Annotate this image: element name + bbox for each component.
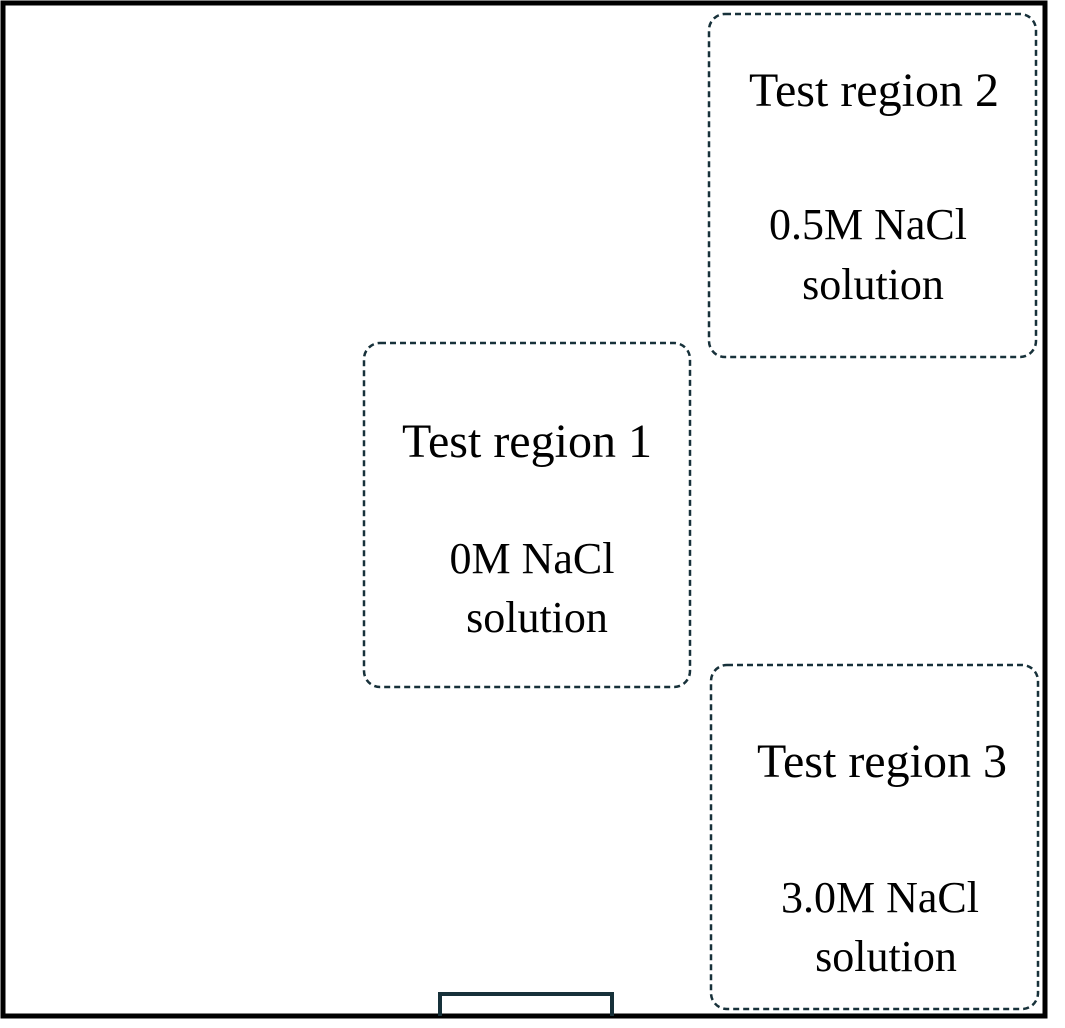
test-region-1-solution: solution [466, 593, 608, 642]
test-region-1-concentration: 0M NaCl [450, 534, 615, 583]
test-region-3-title: Test region 3 [757, 735, 1007, 788]
test-region-2: Test region 2 0.5M NaCl solution [707, 12, 1038, 359]
test-region-2-concentration: 0.5M NaCl [769, 200, 967, 249]
test-region-2-border [707, 12, 1038, 359]
test-region-1-title: Test region 1 [402, 415, 652, 468]
test-region-2-solution: solution [802, 260, 944, 309]
test-region-1-border [362, 341, 692, 689]
test-region-3-concentration: 3.0M NaCl [781, 873, 979, 922]
test-region-3-border [709, 663, 1040, 1011]
door-opening [438, 992, 614, 1016]
test-region-1: Test region 1 0M NaCl solution [362, 341, 692, 689]
test-region-3: Test region 3 3.0M NaCl solution [709, 663, 1040, 1011]
room-wall [0, 0, 1048, 1019]
test-region-2-title: Test region 2 [749, 64, 999, 117]
test-region-3-solution: solution [815, 932, 957, 981]
